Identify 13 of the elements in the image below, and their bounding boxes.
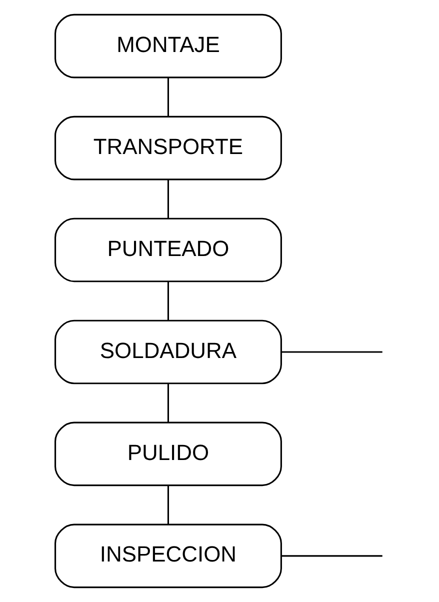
connector <box>167 384 170 422</box>
node-box: PUNTEADO <box>54 218 282 282</box>
connector <box>282 351 382 353</box>
node-box: PULIDO <box>54 422 282 486</box>
node-box: MONTAJE <box>54 14 282 78</box>
connector <box>167 486 170 524</box>
connector <box>167 180 170 218</box>
connector <box>167 78 170 116</box>
node-box: TRANSPORTE <box>54 116 282 180</box>
connector <box>167 282 170 320</box>
node-box: INSPECCION <box>54 524 282 588</box>
node-box: SOLDADURA <box>54 320 282 384</box>
connector <box>282 555 382 557</box>
